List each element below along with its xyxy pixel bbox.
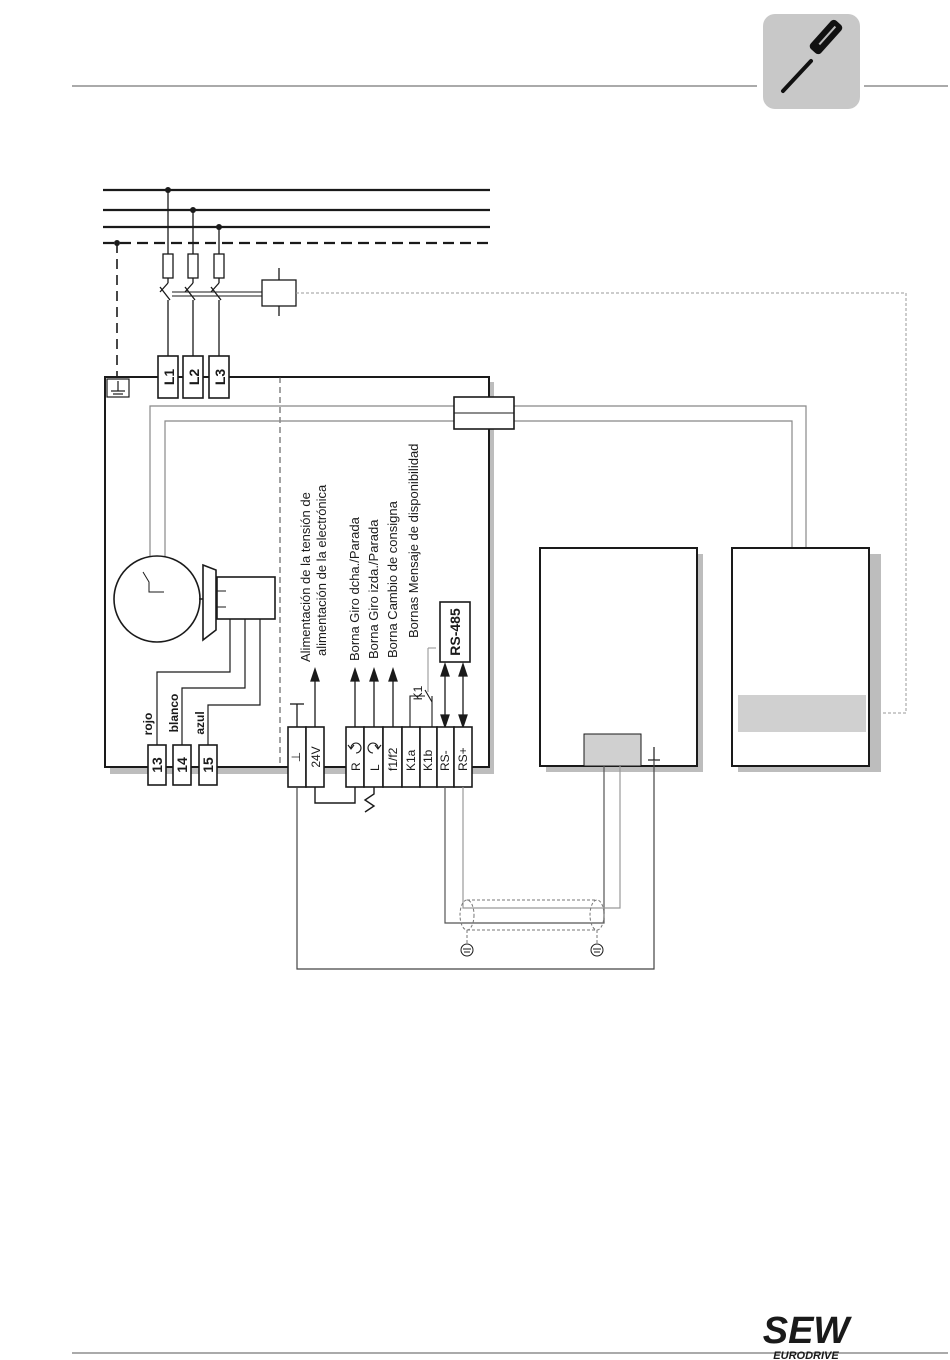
control-label-f: Borna Cambio de consigna: [385, 500, 400, 658]
terminal-k1b: K1b: [421, 749, 435, 771]
terminal-l2-label: L2: [186, 369, 202, 386]
device-left: [540, 548, 703, 772]
supply-label-line2: alimentación de la electrónica: [314, 484, 329, 656]
control-label-k1: Bornas Mensaje de disponibilidad: [406, 444, 421, 638]
terminal-rs-plus: RS+: [456, 747, 470, 771]
supply-terminal-24v: 24V: [309, 746, 323, 767]
logo-eurodrive: EURODRIVE: [773, 1350, 839, 1360]
terminal-f1f2: f1/f2: [386, 747, 400, 771]
terminal-r: R: [349, 762, 363, 771]
shield-dotted: [460, 900, 604, 943]
motor-terminals: 13 14 15: [148, 745, 217, 785]
bridge-wires: [315, 787, 374, 812]
terminal-l3-label: L3: [212, 369, 228, 386]
bus-cable: [297, 760, 654, 969]
rs485-box: RS-485: [440, 602, 470, 662]
ground-symbols: [461, 944, 603, 956]
terminal-k1a: K1a: [404, 749, 418, 771]
terminal-15: 15: [199, 745, 217, 785]
supply-labels: Alimentación de la tensión de alimentaci…: [298, 484, 329, 662]
pe-terminal-symbol: [107, 379, 129, 397]
terminal-14: 14: [173, 745, 191, 785]
wire-color-white: blanco: [167, 694, 181, 733]
terminal-l3: L3: [209, 356, 229, 398]
terminal-l2: L2: [183, 356, 203, 398]
device-right: [732, 548, 881, 772]
screwdriver-icon: [763, 14, 860, 109]
terminal-l: L: [368, 764, 382, 771]
supply-terminal-gnd: ⊥: [289, 752, 303, 762]
control-label-l: Borna Giro izda./Parada: [366, 519, 381, 659]
logo-sew: SEW: [763, 1310, 853, 1352]
terminal-15-label: 15: [200, 757, 216, 773]
supply-label-line1: Alimentación de la tensión de: [298, 492, 313, 662]
terminal-14-label: 14: [174, 757, 190, 773]
relay-k1-label: K1: [411, 685, 425, 700]
wire-color-red: rojo: [141, 713, 155, 736]
terminal-rs-minus: RS-: [438, 750, 452, 771]
rs485-label: RS-485: [447, 608, 463, 656]
terminal-l1-label: L1: [161, 369, 177, 386]
control-label-r: Borna Giro dcha./Parada: [347, 516, 362, 661]
terminal-13-label: 13: [149, 757, 165, 773]
terminal-13: 13: [148, 745, 166, 785]
mains-terminals: L1 L2 L3: [158, 356, 229, 398]
terminal-l1: L1: [158, 356, 178, 398]
wire-color-blue: azul: [193, 711, 207, 734]
fuse-contactor-group: [160, 190, 296, 356]
mains-lines: [103, 190, 490, 243]
